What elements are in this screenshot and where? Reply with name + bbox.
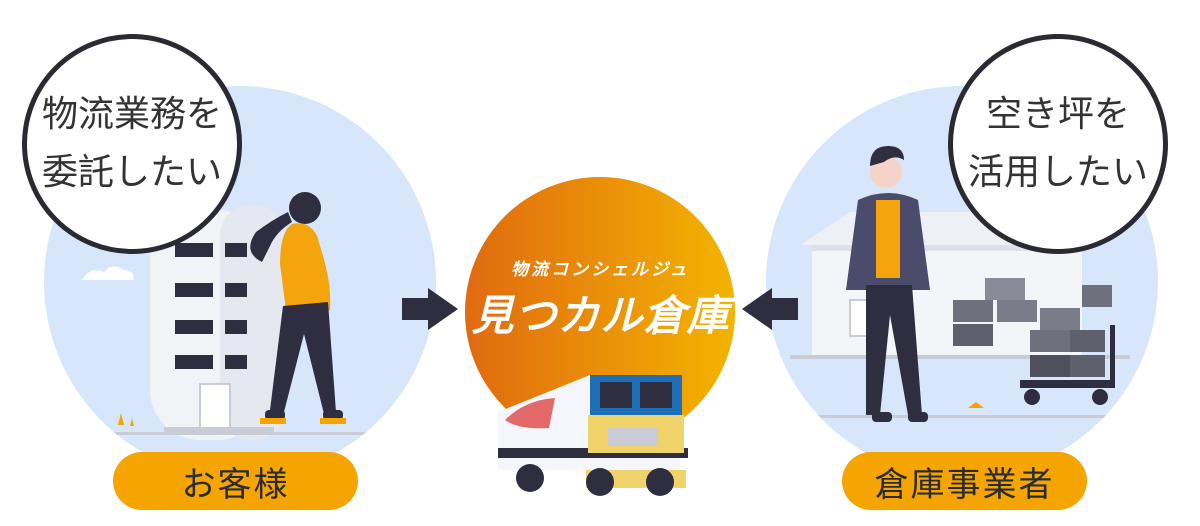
brand-name: 見つカル倉庫 (471, 291, 730, 340)
arrow-right-icon (402, 288, 458, 330)
cloud-icon (82, 266, 134, 280)
brand-text: 物流コンシェルジュ 見つカル倉庫 (468, 255, 733, 343)
customer-speech-bubble: 物流業務を 委託したい (22, 34, 242, 254)
woman-figure-icon (250, 192, 346, 424)
brand-emblem (465, 177, 735, 496)
customer-bubble-line1: 物流業務を (41, 94, 222, 135)
operator-bubble-line1: 空き坪を (985, 94, 1130, 135)
office-building-icon (150, 205, 285, 440)
boxes-on-cart-icon (953, 278, 1115, 405)
man-figure-icon (846, 146, 930, 422)
operator-speech-bubble: 空き坪を 活用したい (948, 34, 1168, 254)
operator-bubble-line2: 活用したい (967, 152, 1148, 193)
customer-label: お客様 (113, 452, 358, 510)
customer-bubble-line2: 委託したい (41, 152, 222, 193)
operator-label: 倉庫事業者 (842, 452, 1087, 510)
brand-tagline: 物流コンシェルジュ (511, 260, 690, 280)
arrow-left-icon (742, 288, 798, 330)
truck-icon (498, 375, 688, 496)
